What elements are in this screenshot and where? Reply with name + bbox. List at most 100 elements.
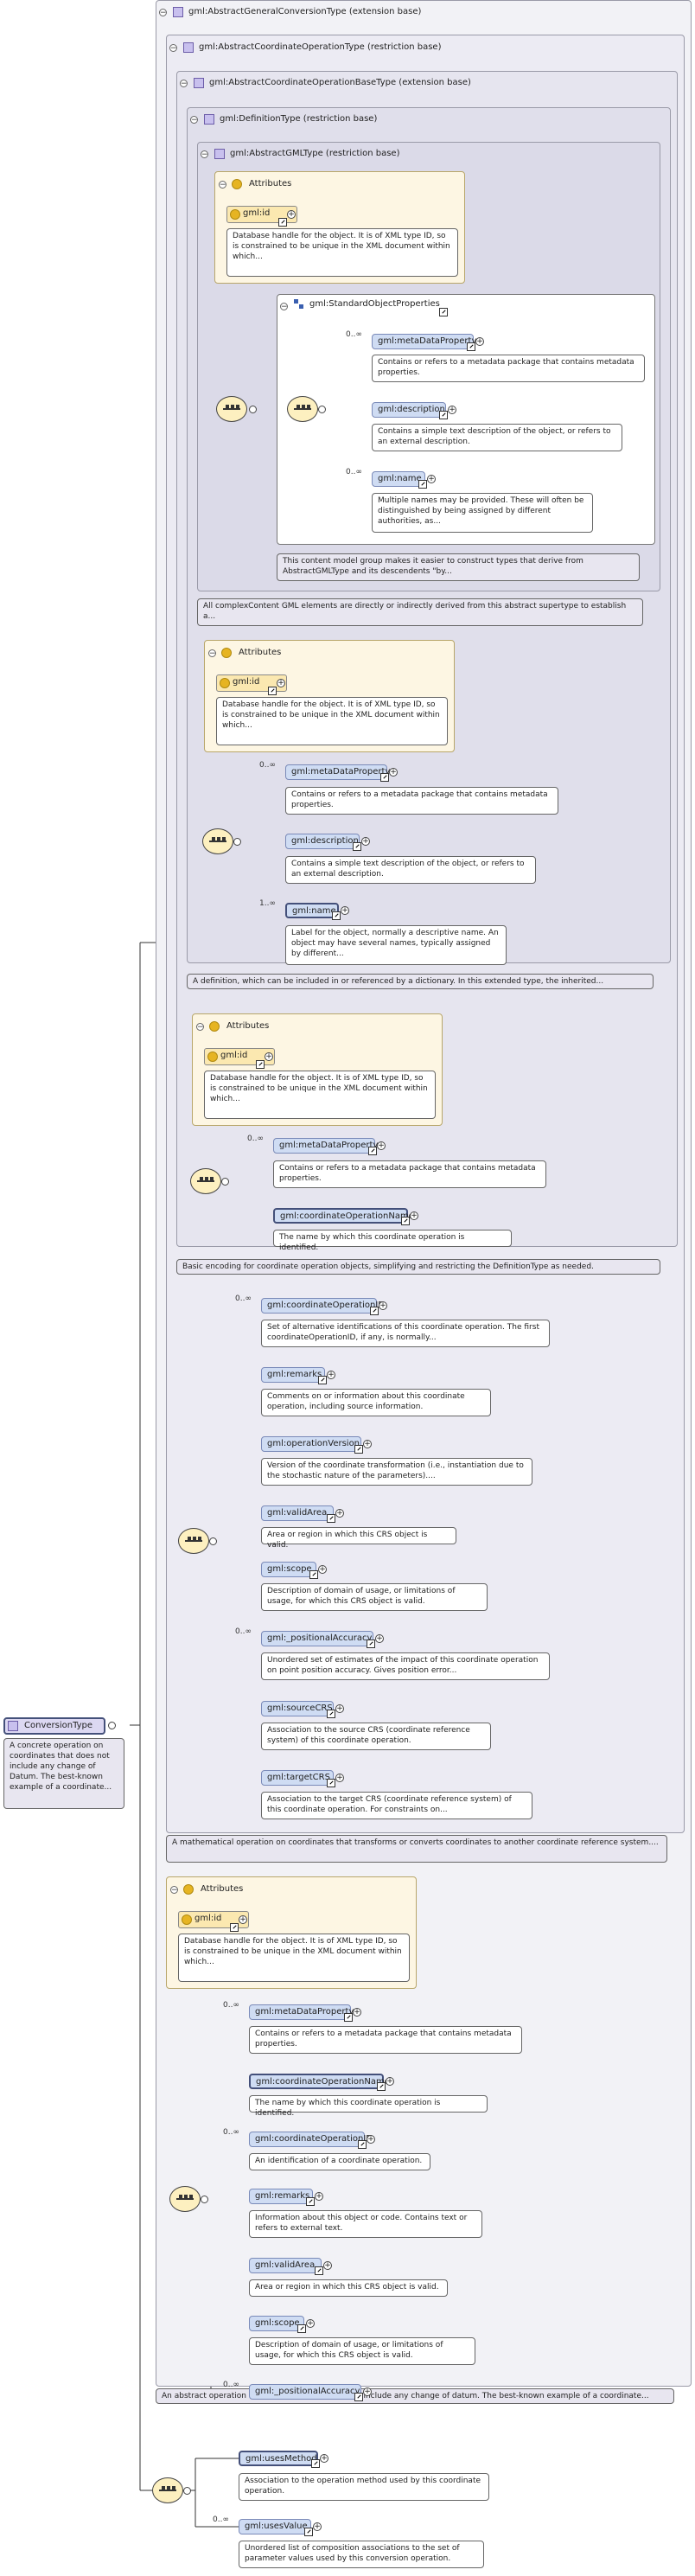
- element-positionalaccuracy[interactable]: gml:_positionalAccuracy: [249, 2384, 361, 2400]
- expand-icon[interactable]: +: [315, 2192, 323, 2201]
- expand-icon[interactable]: +: [306, 2319, 315, 2328]
- sequence-compositor-icon[interactable]: [287, 396, 318, 422]
- expand-icon[interactable]: +: [389, 768, 398, 777]
- link-icon[interactable]: [278, 218, 287, 227]
- expand-icon[interactable]: +: [427, 475, 436, 483]
- element-remarks[interactable]: gml:remarks: [261, 1367, 325, 1383]
- link-icon[interactable]: [268, 687, 277, 695]
- expand-icon[interactable]: +: [318, 1565, 327, 1574]
- sequence-compositor-icon[interactable]: [169, 2186, 201, 2212]
- link-icon[interactable]: [318, 1376, 327, 1384]
- root-element[interactable]: ConversionType: [3, 1717, 105, 1735]
- expand-icon[interactable]: +: [239, 1915, 247, 1924]
- link-icon[interactable]: [315, 2266, 323, 2275]
- link-icon[interactable]: [353, 842, 361, 851]
- attributes-toggle[interactable]: −: [196, 1023, 204, 1032]
- element-scope[interactable]: gml:scope: [249, 2316, 304, 2331]
- link-icon[interactable]: [380, 773, 389, 782]
- compositor-expander[interactable]: [318, 406, 326, 413]
- expand-icon[interactable]: +: [335, 1704, 344, 1713]
- element-validarea[interactable]: gml:validArea: [261, 1505, 334, 1521]
- link-icon[interactable]: [439, 308, 448, 316]
- element-sourcecrs[interactable]: gml:sourceCRS: [261, 1701, 334, 1716]
- link-icon[interactable]: [297, 2324, 306, 2333]
- element-name-element[interactable]: gml:name: [285, 903, 339, 918]
- element-coordinateoperationid[interactable]: gml:coordinateOperationID: [249, 2132, 373, 2147]
- link-icon[interactable]: [256, 1060, 265, 1069]
- expand-icon[interactable]: +: [313, 2522, 322, 2531]
- collapse-toggle-ext5[interactable]: −: [201, 150, 208, 159]
- expand-icon[interactable]: +: [353, 2008, 361, 2017]
- collapse-toggle-ext1[interactable]: −: [159, 9, 167, 17]
- link-icon[interactable]: [332, 911, 341, 920]
- expand-icon[interactable]: +: [323, 2261, 332, 2270]
- collapse-toggle-ext2[interactable]: −: [169, 44, 177, 53]
- element-operationversion[interactable]: gml:operationVersion: [261, 1436, 361, 1452]
- element-metadataproperty[interactable]: gml:metaDataProperty: [273, 1138, 378, 1154]
- link-icon[interactable]: [370, 1307, 379, 1315]
- expand-icon[interactable]: +: [320, 2454, 328, 2463]
- collapse-toggle-ext3[interactable]: −: [180, 80, 188, 88]
- link-icon[interactable]: [327, 1710, 335, 1718]
- link-icon[interactable]: [344, 2013, 353, 2022]
- expand-icon[interactable]: +: [287, 210, 296, 219]
- std-props-toggle[interactable]: −: [280, 303, 288, 311]
- compositor-expander[interactable]: [221, 1178, 229, 1186]
- link-icon[interactable]: [418, 480, 427, 489]
- expand-icon[interactable]: +: [327, 1371, 335, 1379]
- compositor-expander[interactable]: [209, 1537, 217, 1545]
- link-icon[interactable]: [311, 2459, 320, 2468]
- element-coordinateoperationid[interactable]: gml:coordinateOperationID: [261, 1298, 385, 1314]
- expand-icon[interactable]: +: [335, 1774, 344, 1782]
- expand-icon[interactable]: +: [361, 837, 370, 846]
- link-icon[interactable]: [327, 1514, 335, 1523]
- element-usesvalue[interactable]: gml:usesValue: [239, 2519, 311, 2534]
- expand-icon[interactable]: +: [386, 2077, 394, 2086]
- expand-icon[interactable]: +: [363, 2387, 372, 2396]
- link-icon[interactable]: [401, 1217, 410, 1225]
- link-icon[interactable]: [230, 1923, 239, 1932]
- compositor-expander[interactable]: [249, 406, 257, 413]
- compositor-expander[interactable]: [183, 2487, 191, 2495]
- expand-icon[interactable]: +: [277, 679, 285, 687]
- root-expander[interactable]: [108, 1722, 116, 1729]
- expand-icon[interactable]: +: [379, 1301, 387, 1310]
- compositor-expander[interactable]: [201, 2196, 208, 2203]
- link-icon[interactable]: [467, 342, 475, 351]
- expand-icon[interactable]: +: [367, 2135, 375, 2144]
- expand-icon[interactable]: +: [335, 1509, 344, 1518]
- compositor-expander[interactable]: [233, 838, 241, 846]
- element-name-element[interactable]: gml:name: [372, 471, 425, 487]
- element-scope[interactable]: gml:scope: [261, 1562, 316, 1577]
- attributes-toggle[interactable]: −: [170, 1886, 178, 1895]
- link-icon[interactable]: [354, 2393, 363, 2401]
- expand-icon[interactable]: +: [341, 906, 349, 915]
- sequence-compositor-icon[interactable]: [216, 396, 247, 422]
- link-icon[interactable]: [304, 2528, 313, 2536]
- sequence-compositor-icon[interactable]: [202, 828, 233, 854]
- expand-icon[interactable]: +: [363, 1440, 372, 1448]
- link-icon[interactable]: [377, 2082, 386, 2091]
- element-description-element[interactable]: gml:description: [285, 834, 360, 849]
- link-icon[interactable]: [309, 1570, 318, 1579]
- element-positionalaccuracy[interactable]: gml:_positionalAccuracy: [261, 1631, 373, 1646]
- link-icon[interactable]: [367, 1640, 375, 1648]
- element-validarea[interactable]: gml:validArea: [249, 2258, 322, 2273]
- expand-icon[interactable]: +: [410, 1211, 418, 1220]
- element-metadataproperty[interactable]: gml:metaDataProperty: [372, 334, 476, 349]
- link-icon[interactable]: [354, 1445, 363, 1454]
- link-icon[interactable]: [358, 2140, 367, 2149]
- element-targetcrs[interactable]: gml:targetCRS: [261, 1770, 334, 1786]
- sequence-compositor-icon[interactable]: [178, 1528, 209, 1554]
- attributes-toggle[interactable]: −: [208, 649, 216, 658]
- element-metadataproperty[interactable]: gml:metaDataProperty: [249, 2004, 354, 2020]
- element-description-element[interactable]: gml:description: [372, 402, 446, 418]
- collapse-toggle-ext4[interactable]: −: [190, 116, 198, 125]
- link-icon[interactable]: [306, 2197, 315, 2206]
- link-icon[interactable]: [368, 1147, 377, 1155]
- expand-icon[interactable]: +: [265, 1052, 273, 1061]
- attributes-toggle[interactable]: −: [219, 181, 226, 189]
- element-usesmethod[interactable]: gml:usesMethod: [239, 2451, 318, 2466]
- sequence-compositor-icon[interactable]: [152, 2477, 183, 2503]
- expand-icon[interactable]: +: [475, 337, 484, 346]
